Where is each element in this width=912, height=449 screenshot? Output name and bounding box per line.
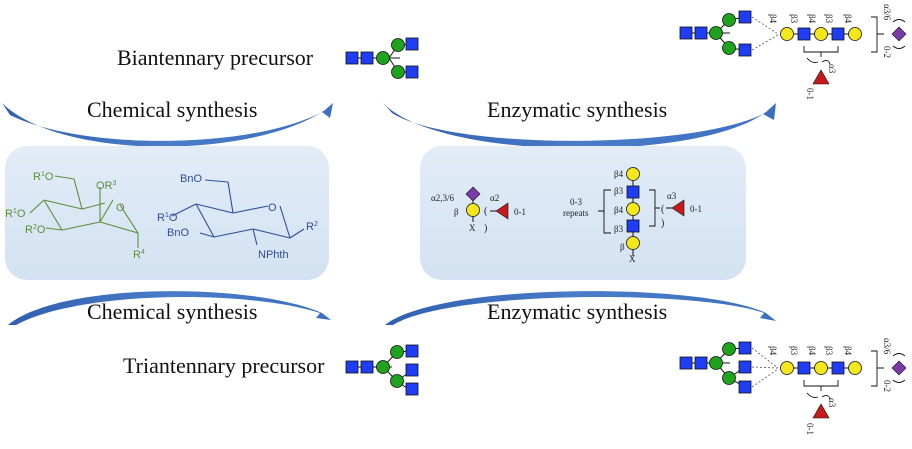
substituent-label: R1O [33, 171, 54, 183]
sia-linkage: α3/6 [882, 4, 892, 21]
fuc-count: 0-1 [690, 204, 702, 214]
glcnac-square [345, 51, 359, 65]
triantennary-precursor-glycan [345, 344, 419, 396]
glcnac-square [360, 51, 374, 65]
fucose-triangle [812, 403, 830, 419]
biantennary-product-glycan: β4 β3 β4 β3 β4 α3 0-1 α3/6 0-2 [679, 4, 907, 100]
arrow-chemical-top [2, 103, 333, 147]
fuc-count: 0-1 [805, 423, 815, 435]
linkage-label: β4 [807, 14, 817, 24]
sia-count: 0-2 [882, 380, 892, 392]
substituent-label: R2 [306, 221, 318, 233]
linkage-label: β4 [614, 169, 624, 179]
linkage-label: β3 [824, 14, 834, 24]
arrow-enzymatic-bottom [385, 291, 776, 325]
linkage-label: β4 [843, 346, 853, 356]
enzymatic-building-blocks-panel [420, 146, 746, 280]
linkage-label: β3 [614, 186, 624, 196]
linkage-label: β3 [789, 346, 799, 356]
sialic-acid-diamond [891, 26, 907, 42]
sia-count: 0-2 [882, 46, 892, 58]
repeats-count: 0-3 [570, 197, 582, 207]
enzymatic-synthesis-bottom-label: Enzymatic synthesis [487, 299, 667, 324]
chemical-synthesis-top-label: Chemical synthesis [87, 97, 257, 122]
substituent-label: BnO [167, 227, 189, 239]
repeats-label: repeats [563, 208, 589, 218]
chemical-synthesis-bottom-label: Chemical synthesis [87, 299, 257, 324]
substituent-label: R1O [157, 212, 178, 224]
mannose-circle [391, 38, 405, 52]
aglycone-label: X [629, 254, 636, 264]
linkage-label: β4 [614, 205, 624, 215]
fucose-triangle [495, 202, 509, 220]
linkage-label: α2 [490, 193, 499, 203]
substituent-label: BnO [180, 173, 202, 185]
biantennary-label: Biantennary precursor [117, 45, 314, 70]
sialic-acid-diamond [891, 360, 907, 376]
linkage-label: β4 [768, 346, 778, 356]
linkage-label: α2,3/6 [431, 193, 454, 203]
substituent-label: OR3 [96, 180, 117, 192]
linkage-label: β4 [843, 14, 853, 24]
fucose-triangle [671, 199, 685, 217]
fuc-count: 0-1 [805, 88, 815, 100]
fuc-linkage: α3 [827, 64, 837, 74]
substituent-label: R4 [133, 249, 145, 261]
anomer-label: β [620, 242, 625, 252]
mannose-circle [391, 65, 405, 79]
linkage-label: β3 [824, 346, 834, 356]
biantennary-precursor-glycan [345, 37, 419, 79]
sia-linkage: α3/6 [882, 338, 892, 355]
chemical-building-blocks-panel [5, 146, 329, 280]
linkage-label: β3 [614, 224, 624, 234]
substituent-label: NPhth [258, 249, 289, 261]
paren-open: ( [661, 204, 665, 215]
substituent-label: R1O [5, 208, 26, 220]
blue-building-block [171, 179, 305, 246]
anomer-label: β [454, 207, 459, 217]
triantennary-product-glycan: β4 β3 β4 β3 β4 α3 0-1 α3/6 0-2 [679, 338, 907, 435]
ring-oxygen-label: O [116, 202, 125, 214]
linkage-label: α3 [667, 191, 677, 201]
fucose-triangle [812, 69, 830, 85]
linkage-label: β4 [768, 14, 778, 24]
ring-oxygen-label: O [268, 202, 277, 214]
lacnac-repeat-unit: β4 β3 β4 β3 β X 0-3 repeats ( ) α3 0-1 [563, 167, 702, 264]
linkage-label: β3 [789, 14, 799, 24]
arrow-chemical-bottom [8, 291, 331, 325]
green-building-block [29, 175, 139, 248]
mannose-circle [376, 51, 390, 65]
substituent-label: R2O [25, 224, 46, 236]
fuc-linkage: α3 [827, 398, 837, 408]
fuc-count: 0-1 [514, 207, 526, 217]
sialylated-galactose-unit: α2,3/6 α2 β X ( ) 0-1 [431, 186, 526, 234]
triantennary-label: Triantennary precursor [123, 353, 325, 378]
paren-close: ) [484, 223, 487, 234]
aglycone-label: X [469, 223, 476, 233]
enzymatic-synthesis-top-label: Enzymatic synthesis [487, 97, 667, 122]
paren-close: ) [661, 218, 664, 229]
glcnac-square [405, 37, 419, 51]
arrow-enzymatic-top [383, 103, 776, 149]
linkage-label: β4 [807, 346, 817, 356]
glcnac-square [405, 65, 419, 79]
paren-open: ( [484, 206, 488, 217]
